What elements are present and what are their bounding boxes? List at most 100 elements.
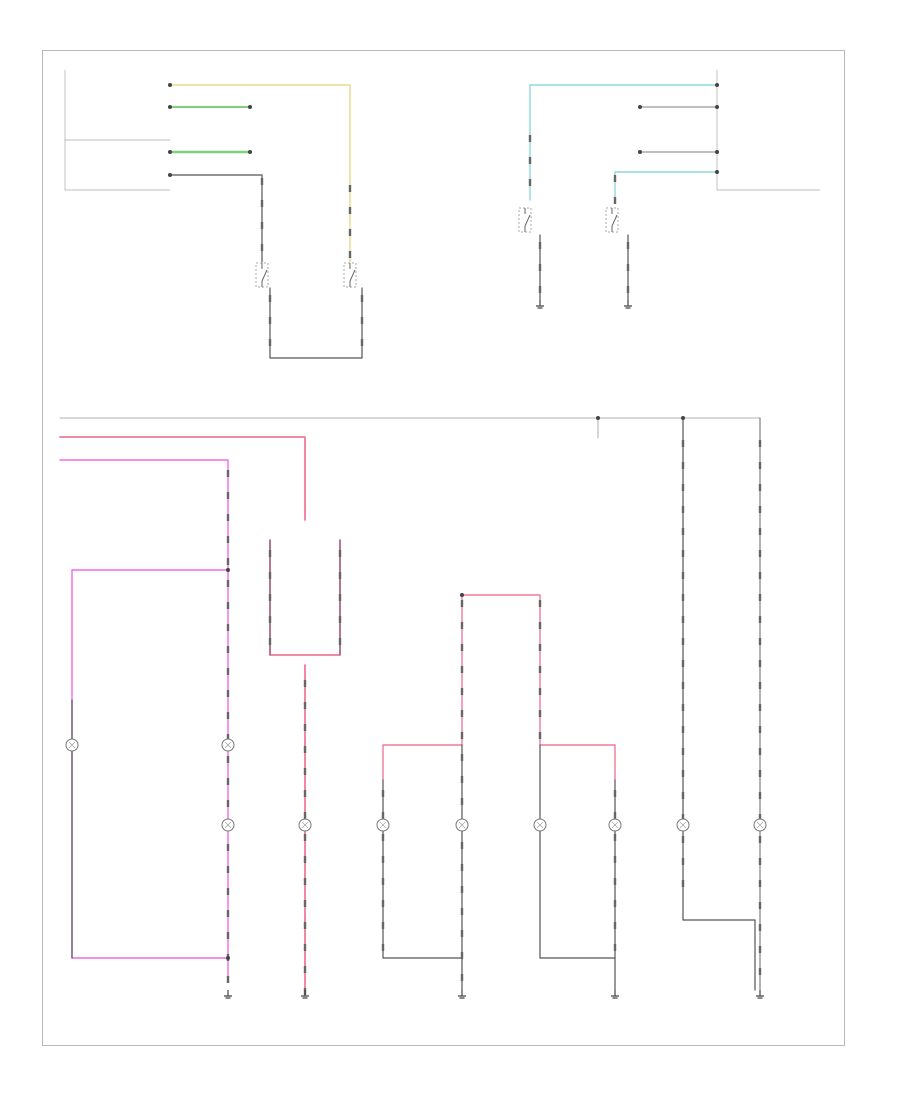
cyan-wire: [614, 171, 718, 201]
wire-segment-mark: [381, 790, 385, 797]
black-wire: [382, 779, 463, 959]
wire-segment-mark: [626, 286, 630, 293]
wire-segment-mark: [226, 492, 230, 499]
wire-segment-mark: [538, 600, 542, 607]
wire-segment-mark: [758, 814, 762, 821]
wire-segment-mark: [758, 858, 762, 865]
wire-segment-mark: [613, 922, 617, 929]
wire-segment-mark: [268, 638, 272, 645]
wire-segment-mark: [538, 242, 542, 249]
wire-segment-mark: [460, 732, 464, 739]
wire-segment-mark: [758, 704, 762, 711]
wire-segment-mark: [460, 842, 464, 849]
ground-right-front-b: [756, 990, 764, 999]
splice-point: [168, 173, 172, 177]
splice-point: [248, 150, 252, 154]
wire-segment-mark: [681, 440, 685, 447]
wire-segment-mark: [348, 229, 352, 236]
wire-segment-mark: [758, 462, 762, 469]
wire-segment-mark: [226, 910, 230, 917]
wire-segment-mark: [303, 944, 307, 951]
wire-segment-mark: [226, 580, 230, 587]
wire-segment-mark: [528, 135, 532, 142]
wire-segment-mark: [681, 616, 685, 623]
wire-segment-mark: [460, 754, 464, 761]
ground-wire: [269, 287, 363, 359]
wire-segment-mark: [681, 572, 685, 579]
wire-segment-mark: [613, 197, 617, 204]
wire-segment-mark: [758, 528, 762, 535]
wire-segment-mark: [538, 732, 542, 739]
wire-segment-mark: [303, 900, 307, 907]
wire-segment-mark: [758, 484, 762, 491]
wire-segment-mark: [681, 594, 685, 601]
ground-lower-left: [458, 990, 466, 999]
wire-segment-mark: [460, 600, 464, 607]
wire-segment-mark: [460, 798, 464, 805]
ground-left-rear: [536, 300, 544, 309]
courtesy-lamp-4: [298, 818, 312, 832]
wire-segment-mark: [681, 858, 685, 865]
wire-segment-mark: [538, 644, 542, 651]
courtesy-lamp-2: [221, 738, 235, 752]
wire-segment-mark: [758, 946, 762, 953]
wire-segment-mark: [681, 770, 685, 777]
wire-segment-mark: [528, 157, 532, 164]
wire-segment-mark: [303, 790, 307, 797]
wire-segment-mark: [303, 680, 307, 687]
courtesy-lamp-1: [65, 738, 79, 752]
wire-segment-mark: [758, 550, 762, 557]
wire-segment-mark: [226, 558, 230, 565]
wire-segment-mark: [381, 856, 385, 863]
wire-segment-mark: [260, 222, 264, 229]
wire-segment-mark: [460, 952, 464, 959]
wire-segment-mark: [538, 264, 542, 271]
right-rear-door-switch: [605, 207, 619, 233]
wire-segment-mark: [538, 710, 542, 717]
wire-segment-mark: [758, 836, 762, 843]
driver-door-switch: [255, 262, 269, 288]
wire-segment-mark: [681, 880, 685, 887]
wire-segment-mark: [303, 834, 307, 841]
ground-left-front: [301, 990, 309, 999]
wire-segment-mark: [381, 922, 385, 929]
ground-lower-right: [611, 990, 619, 999]
wire-segment-mark: [538, 622, 542, 629]
splice-point: [168, 105, 172, 109]
splice-point: [638, 105, 642, 109]
wire-segment-mark: [460, 776, 464, 783]
red-wire: [59, 436, 306, 521]
wire-segment-mark: [758, 440, 762, 447]
passenger-door-switch: [343, 262, 357, 288]
wire-segment-mark: [681, 748, 685, 755]
wire-segment-mark: [226, 646, 230, 653]
wire-segment-mark: [758, 660, 762, 667]
ground-right-front-a: [224, 990, 232, 999]
wire-segment-mark: [226, 778, 230, 785]
wire-segment-mark: [303, 702, 307, 709]
left-rear-door-switch: [518, 207, 532, 233]
wire-segment-mark: [268, 594, 272, 601]
wire-segment-mark: [303, 922, 307, 929]
wire-segment-mark: [348, 207, 352, 214]
wire-segment-mark: [613, 812, 617, 819]
wire-segment-mark: [268, 339, 272, 346]
wire-segment-mark: [268, 572, 272, 579]
courtesy-lamp-10: [753, 818, 767, 832]
splice-point: [715, 170, 719, 174]
wire-segment-mark: [381, 834, 385, 841]
wire-segment-mark: [613, 790, 617, 797]
wire-segment-mark: [226, 734, 230, 741]
wire-segment-mark: [460, 864, 464, 871]
wire-segment-mark: [681, 462, 685, 469]
wire-segment-mark: [226, 536, 230, 543]
wire-segment-mark: [260, 244, 264, 251]
red-wire: [269, 539, 341, 656]
splice-point: [226, 568, 230, 572]
wire-segment-mark: [381, 944, 385, 951]
wire-segment-mark: [758, 726, 762, 733]
wire-segment-mark: [381, 812, 385, 819]
wire-segment-mark: [460, 908, 464, 915]
splice-point: [168, 83, 172, 87]
